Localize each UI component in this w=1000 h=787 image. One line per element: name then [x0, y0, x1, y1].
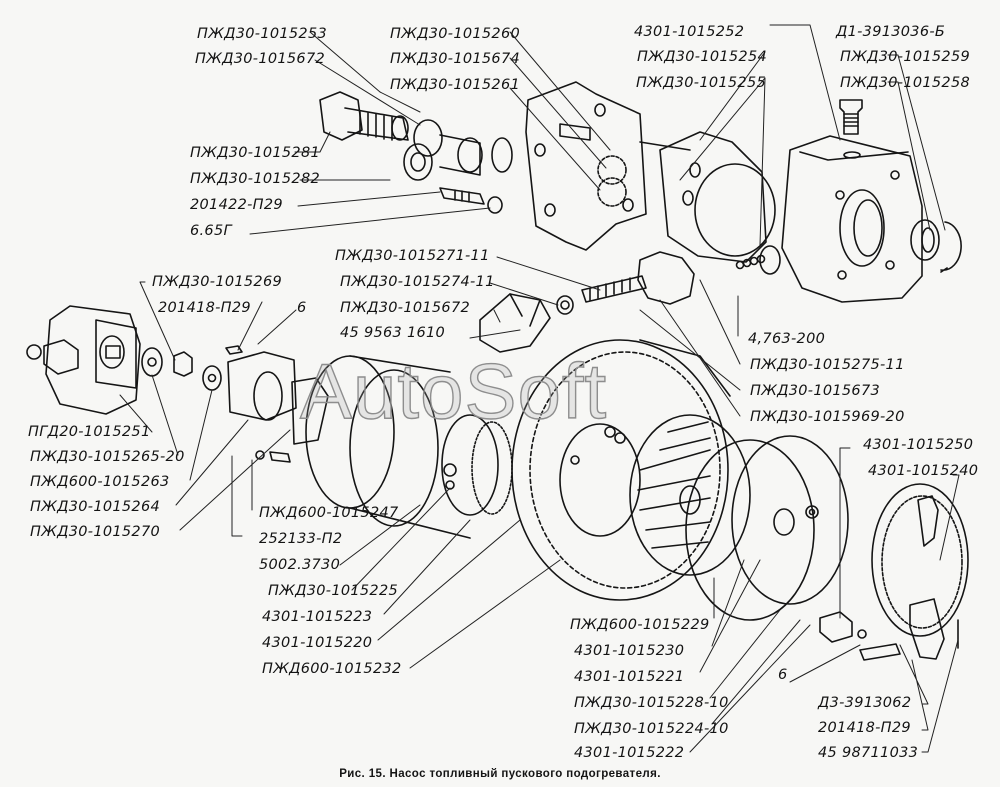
part-label: Д1-3913036-Б — [836, 24, 946, 40]
part-label: ПЖД30-1015281 — [190, 145, 321, 161]
part-label: ПЖД30-1015674 — [390, 51, 521, 67]
part-label: 45 98711033 — [818, 745, 919, 761]
figure-caption: Рис. 15. Насос топливный пускового подог… — [339, 768, 661, 780]
part-label: ПЖД30-1015275-11 — [750, 357, 905, 373]
part-label: 4,763-200 — [748, 331, 826, 347]
part-label: ПЖД30-1015282 — [190, 171, 321, 187]
part-label: 45 9563 1610 — [340, 325, 446, 341]
part-label: ПЖД30-1015259 — [840, 49, 971, 65]
part-label: 4301-1015221 — [574, 669, 685, 685]
part-label: Д3-3913062 — [818, 695, 912, 711]
part-label: ПЖД30-1015270 — [30, 524, 161, 540]
back-plate — [857, 483, 969, 661]
part-label: 201418-П29 — [818, 720, 911, 736]
part-label: 201418-П29 — [158, 300, 251, 316]
part-label: 6 — [778, 667, 788, 683]
part-label: ПЖД30-1015265-20 — [30, 449, 185, 465]
part-label: 4301-1015230 — [574, 643, 685, 659]
part-label: 252133-П2 — [259, 531, 343, 547]
part-label: ПЖД30-1015969-20 — [750, 409, 905, 425]
part-label: ПЖД600-1015232 — [262, 661, 402, 677]
watermark: AutoSoft — [299, 347, 608, 435]
pump-housing — [735, 99, 962, 303]
part-label: ПЖД30-1015673 — [750, 383, 881, 399]
part-label: ПЖД30-1015228-10 — [574, 695, 729, 711]
relief-valve — [479, 251, 695, 353]
part-label: 6 — [297, 300, 307, 316]
part-label: ПЖД30-1015255 — [636, 75, 767, 91]
inlet-fitting — [319, 91, 513, 214]
gear-plate — [525, 81, 647, 251]
part-label: 4301-1015250 — [863, 437, 974, 453]
part-label: ПЖД30-1015225 — [268, 583, 399, 599]
part-label: ПЖД30-1015264 — [30, 499, 161, 515]
part-label: 201422-П29 — [190, 197, 283, 213]
part-label: ПЖД30-1015224-10 — [574, 721, 729, 737]
leader-lines — [119, 24, 960, 753]
part-label: ПЖД30-1015260 — [390, 26, 521, 42]
part-label: ПЖД30-1015254 — [637, 49, 768, 65]
part-label: 6.65Г — [190, 223, 232, 239]
volute-housing — [511, 339, 731, 601]
part-label: ПЖД30-1015274-11 — [340, 274, 495, 290]
end-cover — [685, 435, 853, 643]
part-label: ПЖД600-1015247 — [259, 505, 399, 521]
part-label: ПЖД30-1015672 — [340, 300, 471, 316]
part-label: 5002.3730 — [259, 557, 341, 573]
impeller — [629, 414, 751, 576]
part-label: ПЖД30-1015258 — [840, 75, 971, 91]
part-label: 4301-1015240 — [868, 463, 979, 479]
small-gear-pump — [26, 305, 329, 463]
part-label: 4301-1015220 — [262, 635, 373, 651]
part-label: 4301-1015222 — [574, 745, 685, 761]
part-label: 4301-1015223 — [262, 609, 373, 625]
part-label: 4301-1015252 — [634, 24, 745, 40]
middle-plate — [639, 131, 776, 263]
part-label: ПЖД30-1015271-11 — [335, 248, 490, 264]
part-label: ПЖД600-1015263 — [30, 474, 170, 490]
part-label: ПГД20-1015251 — [28, 424, 151, 440]
part-label: ПЖД30-1015261 — [390, 77, 521, 93]
part-label: ПЖД30-1015269 — [152, 274, 283, 290]
part-label: ПЖД30-1015253 — [197, 26, 328, 42]
part-label: ПЖД30-1015672 — [195, 51, 326, 67]
part-label: ПЖД600-1015229 — [570, 617, 710, 633]
